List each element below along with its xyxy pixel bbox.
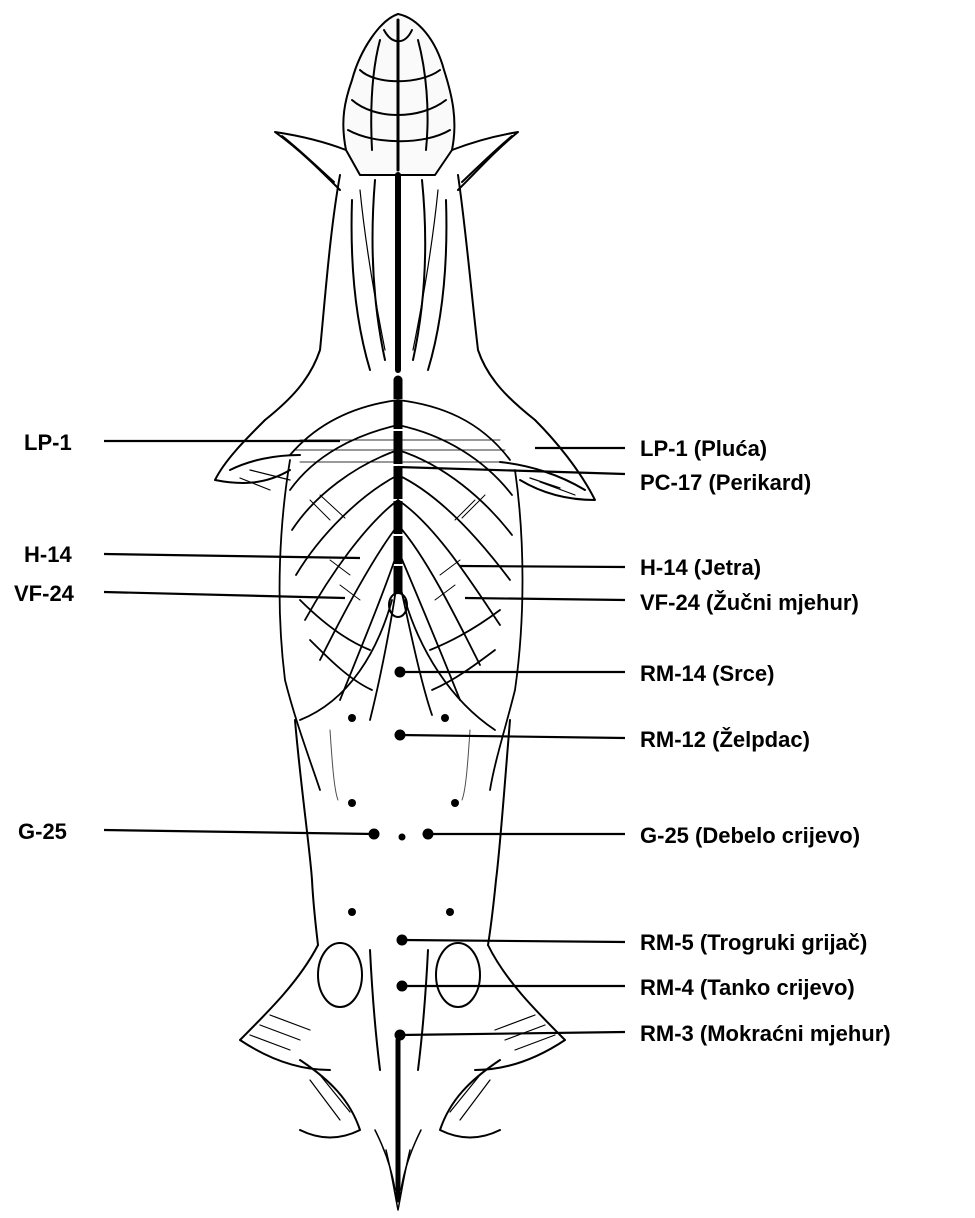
label-lp-1-left: LP-1 — [24, 430, 72, 455]
label-rm-12: RM-12 (Želpdac) — [640, 727, 810, 752]
label-vf-24-left: VF-24 — [14, 581, 75, 606]
label-g-25-right: G-25 (Debelo crijevo) — [640, 823, 860, 848]
label-vf-24-right: VF-24 (Žučni mjehur) — [640, 590, 859, 615]
nipple-dot — [446, 908, 454, 916]
shoulders-drawing — [215, 420, 595, 500]
label-rm-4: RM-4 (Tanko crijevo) — [640, 975, 855, 1000]
nipple-dot — [441, 714, 449, 722]
label-rm-14: RM-14 (Srce) — [640, 661, 774, 686]
right-labels: LP-1 (Pluća) PC-17 (Perikard) H-14 (Jetr… — [640, 436, 891, 1046]
label-h-14-right: H-14 (Jetra) — [640, 555, 761, 580]
leader-h-14-left — [104, 554, 360, 558]
leader-lines — [104, 441, 625, 1035]
nipple-dot — [451, 799, 459, 807]
label-h-14-left: H-14 — [24, 542, 72, 567]
left-labels: LP-1 H-14 VF-24 G-25 — [14, 430, 75, 844]
leader-h-14-right — [460, 566, 625, 567]
animal-illustration — [215, 14, 595, 1210]
leader-rm-3 — [400, 1032, 625, 1035]
leader-vf-24-left — [104, 592, 345, 598]
nipple-dot — [348, 714, 356, 722]
label-rm-3: RM-3 (Mokraćni mjehur) — [640, 1021, 891, 1046]
leader-rm-12 — [400, 735, 625, 738]
label-rm-5: RM-5 (Trogruki grijač) — [640, 930, 867, 955]
leader-vf-24-right — [465, 598, 625, 600]
leader-rm-5 — [402, 940, 625, 942]
label-g-25-left: G-25 — [18, 819, 67, 844]
label-lp-1-right: LP-1 (Pluća) — [640, 436, 767, 461]
leader-g-25-left — [104, 830, 374, 834]
nipple-dot — [348, 799, 356, 807]
nipple-dot — [348, 908, 356, 916]
head-drawing — [275, 14, 518, 190]
label-pc-17: PC-17 (Perikard) — [640, 470, 811, 495]
point-umbilicus — [399, 834, 406, 841]
leader-pc-17 — [398, 467, 625, 474]
